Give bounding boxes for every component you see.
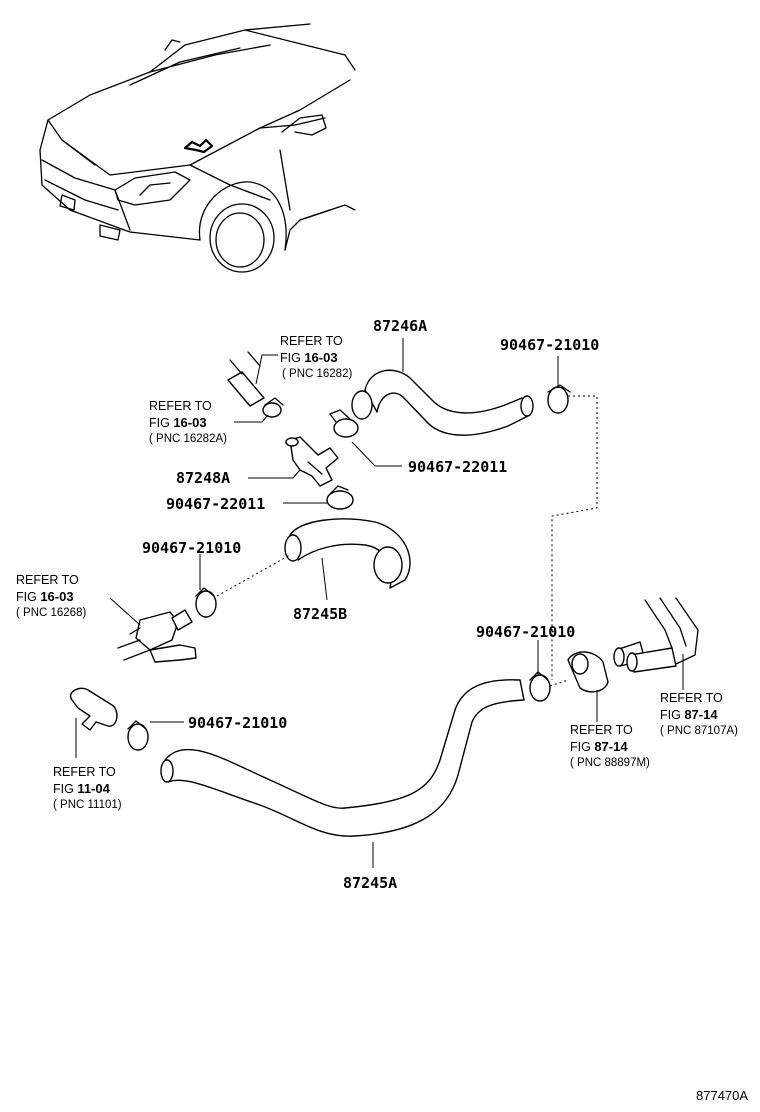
refer-note-16268: REFER TO FIG 16-03 ( PNC 16268) (16, 573, 86, 619)
refer-line3: ( PNC 11101) (53, 799, 122, 811)
refer-line2: FIG 87-14 (660, 707, 718, 722)
dashed-line-left (216, 554, 291, 597)
pipe-11101 (69, 687, 118, 731)
clamp-90467-22011-b (326, 485, 354, 510)
refer-line2: FIG 11-04 (53, 781, 111, 796)
refer-note-16282A: REFER TO FIG 16-03 ( PNC 16282A) (149, 399, 227, 445)
label-90467-21010-top: 90467-21010 (500, 336, 599, 354)
refer-line3: ( PNC 16282A) (149, 433, 227, 445)
label-90467-21010-low: 90467-21010 (188, 714, 287, 732)
label-90467-22011-a: 90467-22011 (408, 458, 507, 476)
clamp-90467-21010-left (195, 587, 217, 618)
label-90467-21010-right: 90467-21010 (476, 623, 575, 641)
fitting-16282A (262, 397, 284, 418)
refer-line2: FIG 87-14 (570, 739, 628, 754)
clamp-90467-21010-low (127, 720, 149, 751)
label-87246A: 87246A (373, 317, 427, 335)
hose-87245A (160, 679, 525, 837)
refer-note-16282: REFER TO FIG 16-03 ( PNC 16282) (280, 334, 352, 380)
refer-line1: REFER TO (53, 765, 116, 779)
refer-note-88897M: REFER TO FIG 87-14 ( PNC 88897M) (570, 723, 650, 769)
clamp-90467-21010-top (547, 384, 571, 414)
label-90467-22011-b: 90467-22011 (166, 495, 265, 513)
clamp-90467-22011-a (329, 409, 359, 438)
leader-lines (75, 338, 684, 868)
refer-line2: FIG 16-03 (16, 589, 74, 604)
grommet-88897M (567, 651, 609, 693)
label-87248A: 87248A (176, 469, 230, 487)
union-16268 (117, 609, 197, 663)
pipe-87107A (613, 597, 699, 673)
pipe-16282 (227, 351, 265, 407)
clamp-90467-21010-right (529, 671, 551, 702)
dashed-line-grommet (549, 679, 569, 687)
refer-line1: REFER TO (16, 573, 79, 587)
refer-line3: ( PNC 16268) (16, 607, 86, 619)
label-87245B: 87245B (293, 605, 347, 623)
label-87245A: 87245A (343, 874, 397, 892)
refer-line3: ( PNC 87107A) (660, 725, 738, 737)
figure-id: 877470A (696, 1088, 748, 1103)
hose-87246A (351, 369, 534, 436)
refer-line1: REFER TO (570, 723, 633, 737)
car-illustration (39, 23, 356, 273)
refer-line1: REFER TO (280, 334, 343, 348)
refer-note-87107A: REFER TO FIG 87-14 ( PNC 87107A) (660, 691, 738, 737)
hose-87245B (284, 518, 411, 589)
refer-line3: ( PNC 88897M) (570, 757, 650, 769)
refer-line3: ( PNC 16282) (282, 368, 352, 380)
label-90467-21010-left: 90467-21010 (142, 539, 241, 557)
refer-line1: REFER TO (149, 399, 212, 413)
refer-note-11101: REFER TO FIG 11-04 ( PNC 11101) (53, 765, 122, 811)
refer-line1: REFER TO (660, 691, 723, 705)
refer-line2: FIG 16-03 (149, 415, 207, 430)
dashed-line-right (551, 395, 598, 680)
connector-87248A (285, 436, 339, 487)
refer-line2: FIG 16-03 (280, 350, 338, 365)
